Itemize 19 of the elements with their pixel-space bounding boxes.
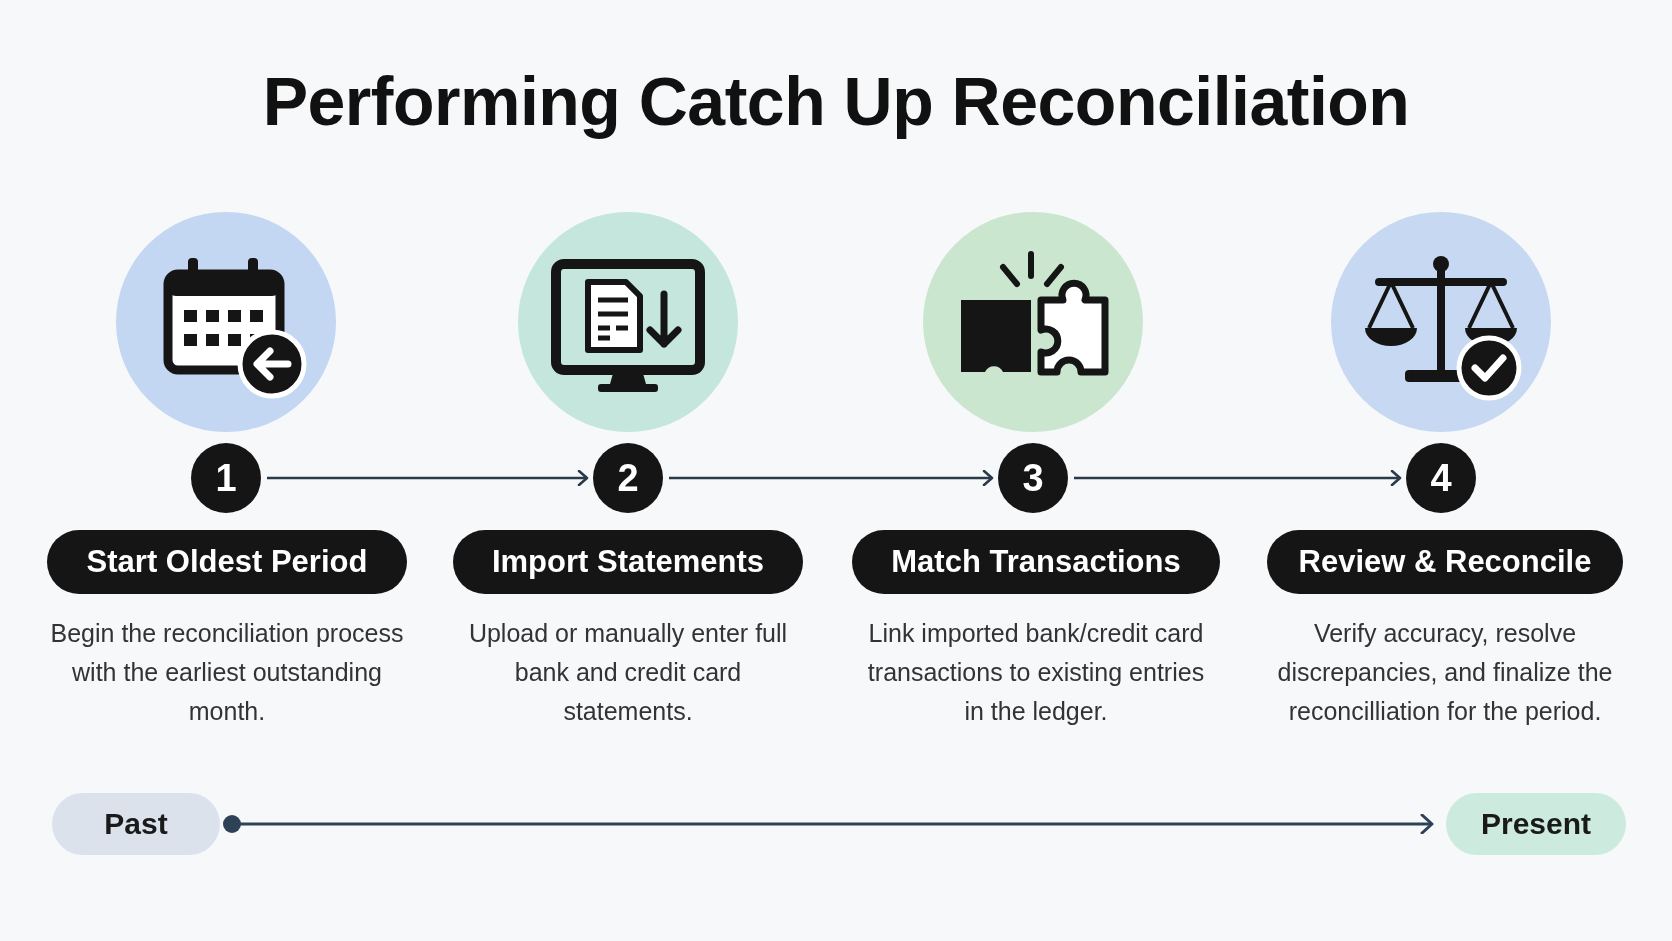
step-number: 1 bbox=[191, 443, 261, 513]
step-title: Import Statements bbox=[453, 530, 803, 594]
step-title: Start Oldest Period bbox=[47, 530, 407, 594]
step-title: Match Transactions bbox=[852, 530, 1220, 594]
title: Performing Catch Up Reconciliation bbox=[261, 62, 1411, 140]
arrow bbox=[267, 469, 589, 487]
step-number: 3 bbox=[998, 443, 1068, 513]
step-number: 2 bbox=[593, 443, 663, 513]
step-description: Upload or manually enter full bank and credit card statements. bbox=[467, 618, 789, 727]
step-title: Review & Reconcile bbox=[1267, 530, 1623, 594]
arrow bbox=[669, 469, 994, 487]
timeline-label: Past bbox=[52, 793, 220, 855]
step-description: Begin the reconciliation process with the earliest outstanding month. bbox=[49, 618, 405, 727]
arrow bbox=[223, 813, 1434, 835]
step-description: Link imported bank/credit card transactions to existing entries in the ledger. bbox=[866, 618, 1206, 727]
timeline-label: Present bbox=[1446, 793, 1626, 855]
arrow bbox=[1074, 469, 1402, 487]
step-number: 4 bbox=[1406, 443, 1476, 513]
step-description: Verify accuracy, resolve discrepancies, and finalize the reconcilliation for the period. bbox=[1276, 618, 1614, 727]
